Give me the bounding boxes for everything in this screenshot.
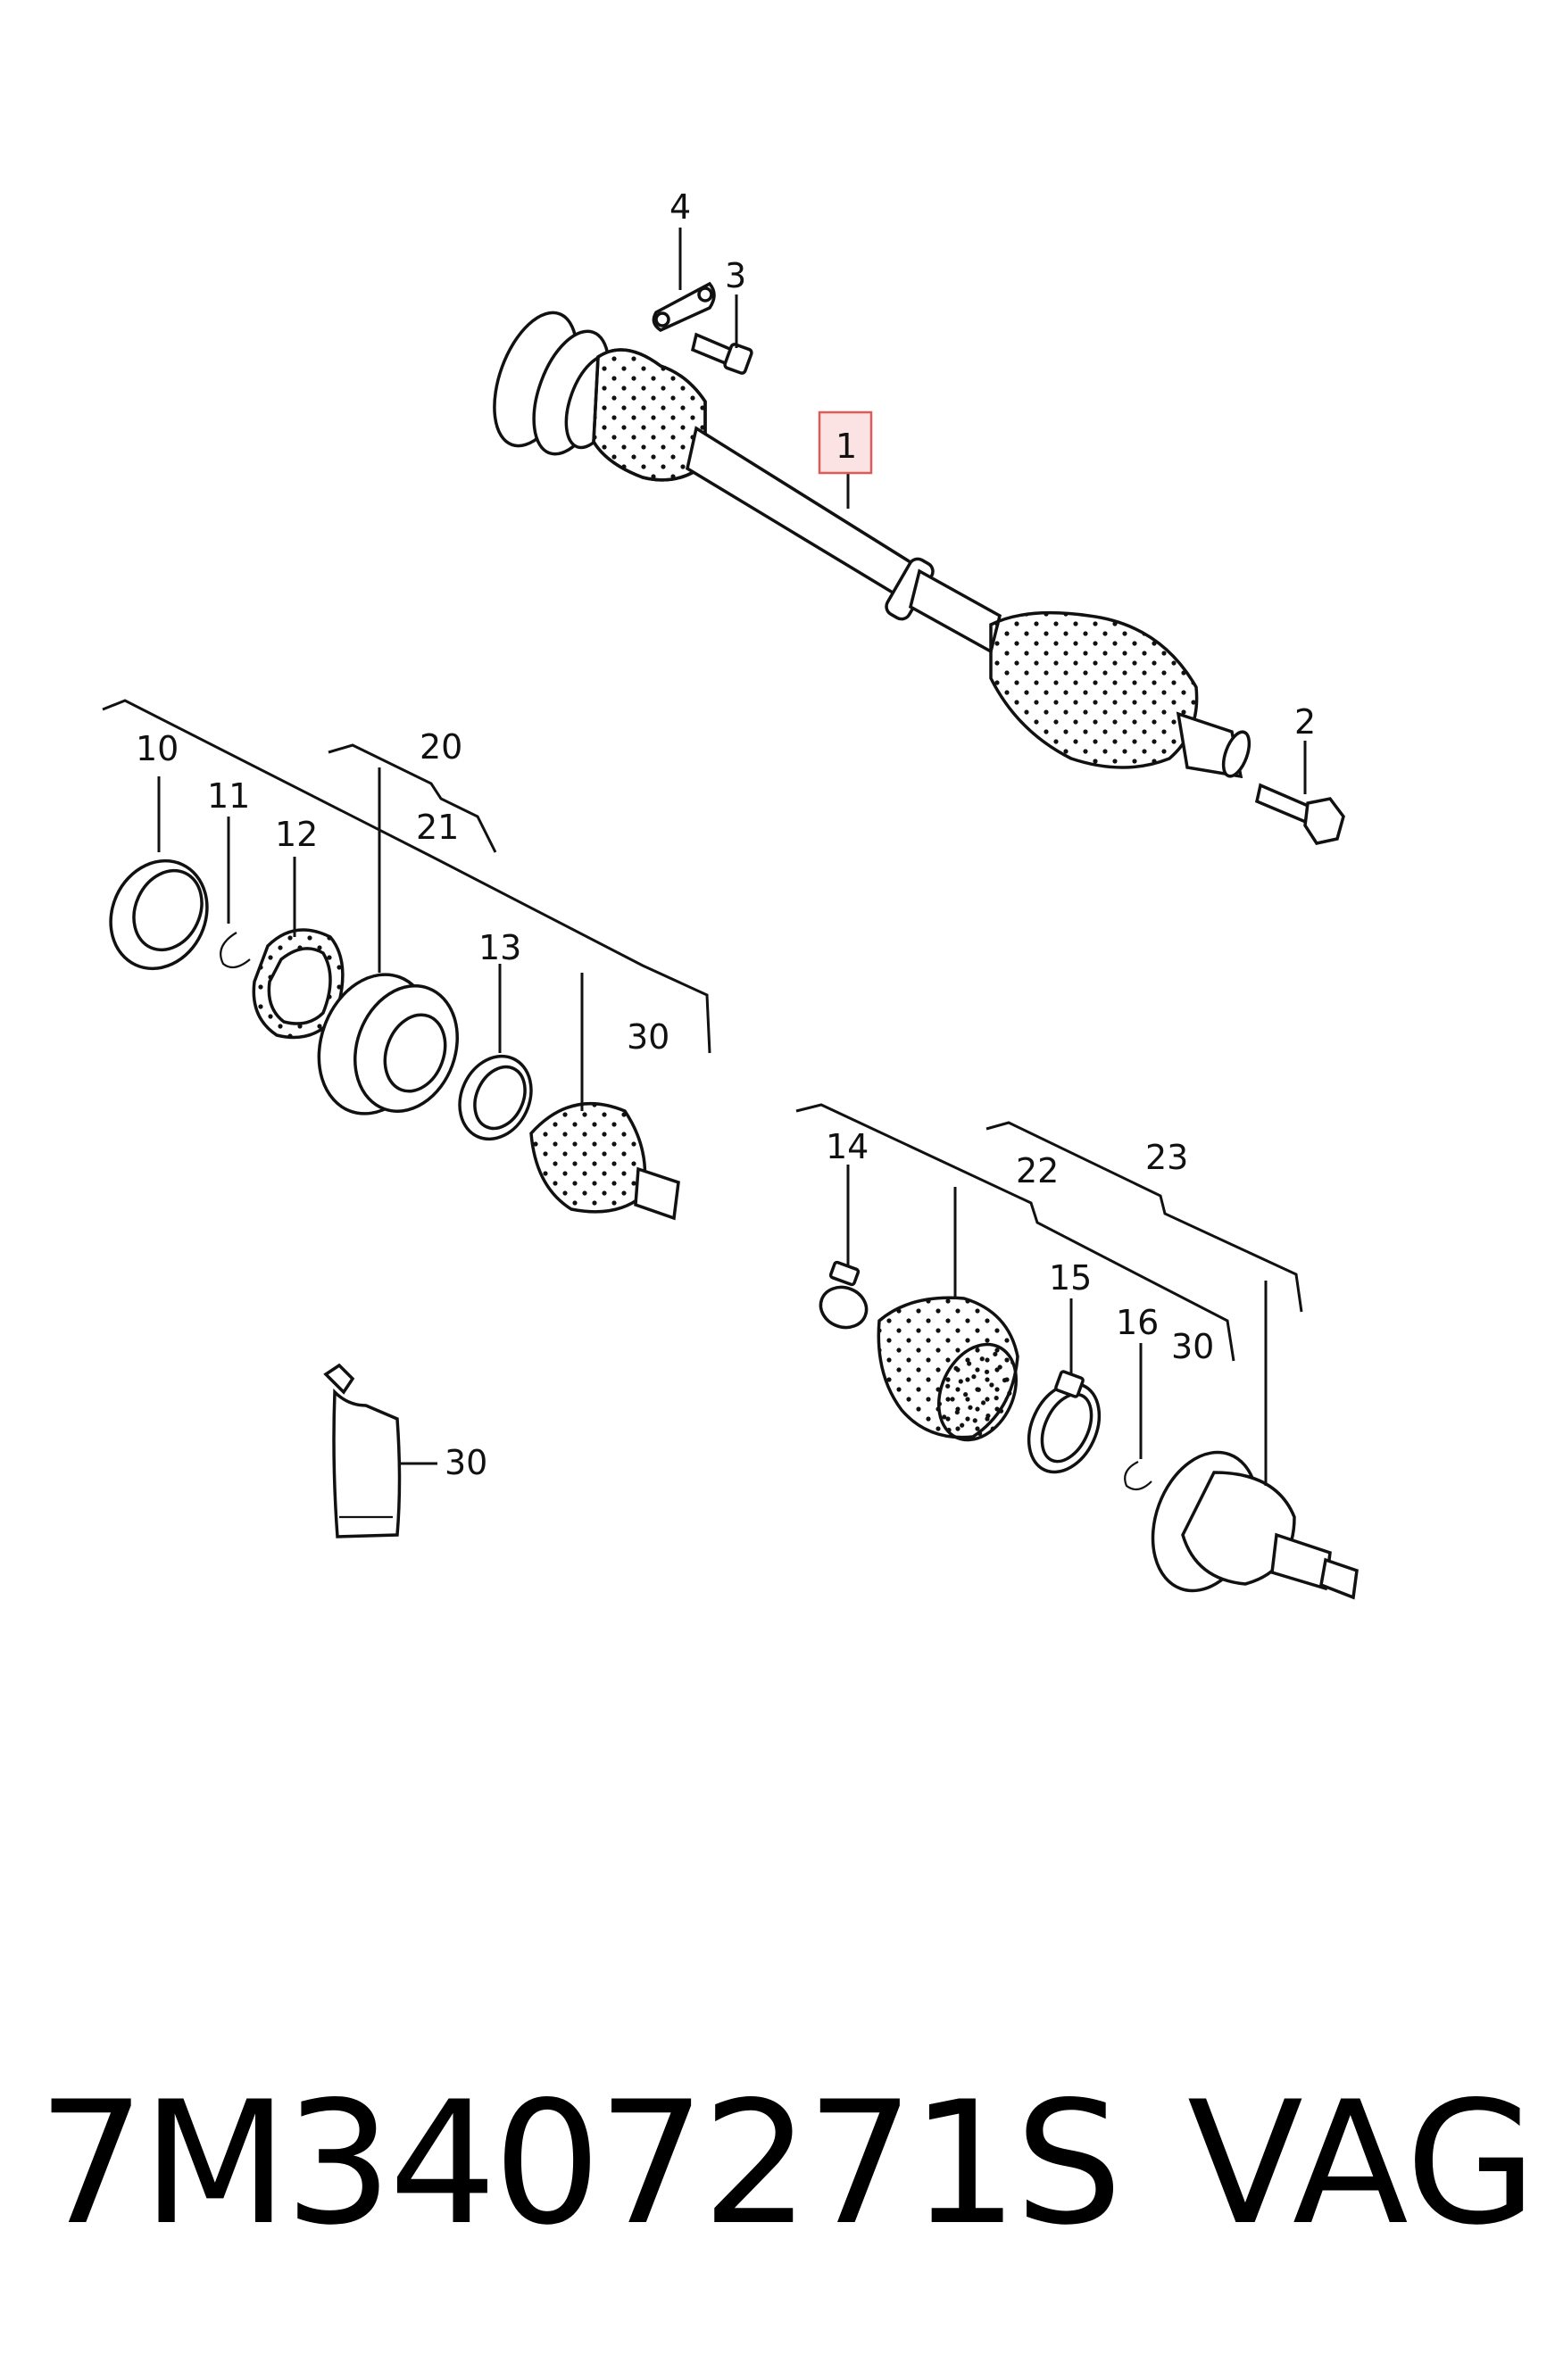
callout-2: 2 bbox=[1294, 702, 1316, 742]
callout-4: 4 bbox=[669, 187, 691, 227]
plate-and-bolt bbox=[652, 281, 753, 375]
part-number: 7M3407271S bbox=[37, 2065, 1123, 2262]
callout-11: 11 bbox=[207, 776, 250, 816]
callout-23: 23 bbox=[1145, 1138, 1188, 1177]
callout-12: 12 bbox=[275, 815, 318, 854]
exploded-parts-diagram: 1 2 3 4 10 11 12 13 14 15 16 20 21 22 23… bbox=[102, 187, 1359, 1600]
callout-20: 20 bbox=[420, 727, 462, 767]
outer-joint-kit bbox=[819, 1260, 1359, 1600]
callout-22: 22 bbox=[1016, 1151, 1059, 1190]
callout-labels: 1 2 3 4 10 11 12 13 14 15 16 20 21 22 23… bbox=[136, 187, 1316, 1482]
callout-30-left: 30 bbox=[627, 1017, 669, 1057]
bolt-2 bbox=[1254, 783, 1345, 845]
grease-tube bbox=[323, 1363, 402, 1538]
callout-3: 3 bbox=[725, 256, 746, 295]
drive-shaft-assembly bbox=[493, 311, 1251, 779]
callout-16: 16 bbox=[1116, 1303, 1159, 1342]
leader-lines bbox=[102, 228, 1307, 1486]
callout-1: 1 bbox=[836, 427, 857, 466]
brand-label: VAG bbox=[1187, 2065, 1537, 2262]
callout-14: 14 bbox=[826, 1127, 869, 1166]
highlight-box-part-1 bbox=[818, 410, 873, 475]
callout-13: 13 bbox=[478, 928, 521, 967]
callout-30-right: 30 bbox=[1171, 1327, 1214, 1366]
inner-joint-kit bbox=[109, 858, 680, 1221]
callout-15: 15 bbox=[1049, 1258, 1092, 1298]
callout-10: 10 bbox=[136, 729, 179, 768]
callout-21: 21 bbox=[416, 808, 459, 847]
callout-30-tube: 30 bbox=[445, 1443, 487, 1482]
